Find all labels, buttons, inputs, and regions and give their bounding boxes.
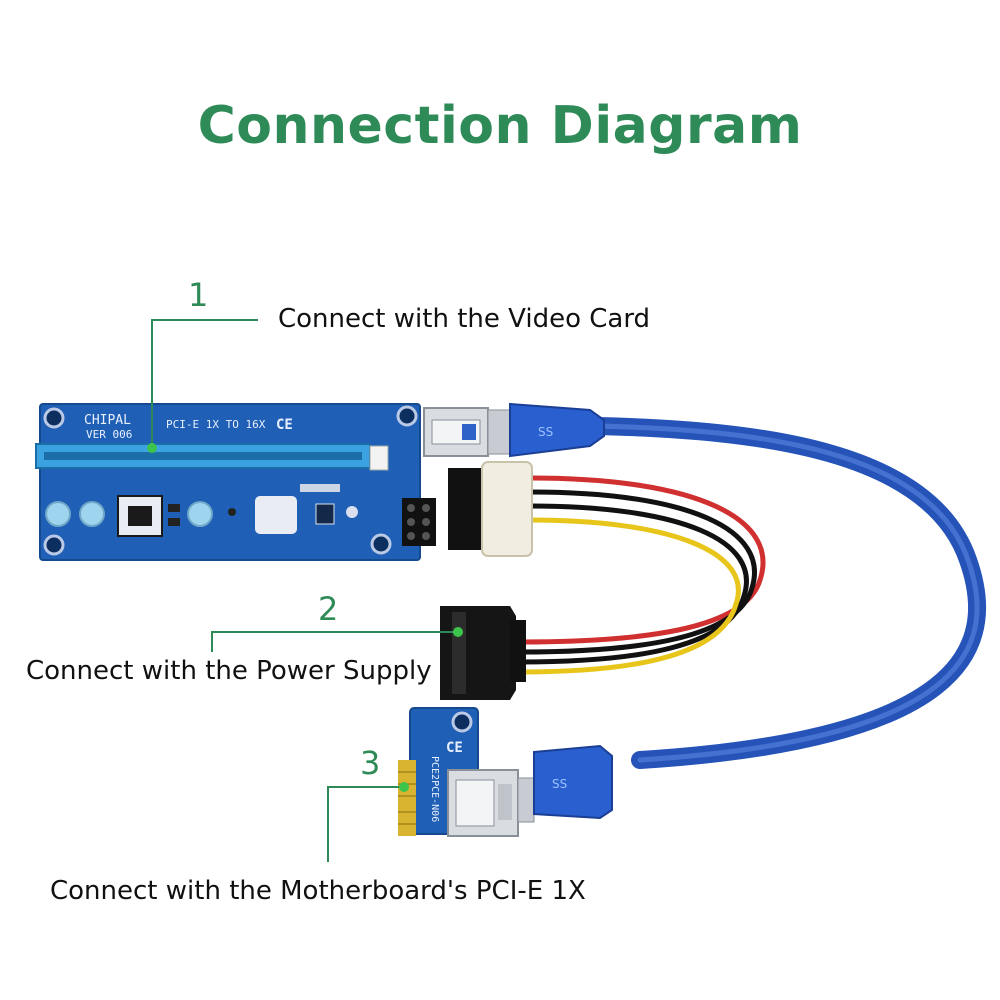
board-version: VER 006 bbox=[86, 428, 132, 441]
callout-dot-3 bbox=[399, 782, 409, 792]
callout-dot-2 bbox=[453, 627, 463, 637]
board-brand: CHIPAL bbox=[84, 413, 131, 428]
callout-label-video-card: Connect with the Video Card bbox=[278, 304, 651, 334]
adapter-model: PCE2PCE-N06 bbox=[429, 756, 440, 822]
power-wires bbox=[517, 475, 766, 675]
callout-number-1: 1 bbox=[188, 276, 209, 314]
leader-line-2 bbox=[211, 631, 456, 652]
board-model: PCI-E 1X TO 16X bbox=[166, 418, 266, 431]
sata-power-connector bbox=[440, 606, 526, 700]
usb-plug-top: SS bbox=[487, 402, 605, 458]
callout-label-motherboard: Connect with the Motherboard's PCI-E 1X bbox=[50, 876, 586, 906]
callout-number-2: 2 bbox=[318, 590, 339, 628]
molex-connector bbox=[448, 461, 533, 557]
callout-number-3: 3 bbox=[360, 744, 381, 782]
usb-port-adapter bbox=[447, 769, 519, 837]
board-ce-mark: CE bbox=[276, 417, 293, 433]
leader-line-1 bbox=[151, 319, 258, 446]
callout-dot-1 bbox=[147, 443, 157, 453]
usb-cable bbox=[589, 417, 987, 769]
adapter-ce-mark: CE bbox=[446, 740, 463, 756]
pcie-1x-adapter: CE PCE2PCE-N06 bbox=[398, 707, 479, 836]
diagram-title: Connection Diagram bbox=[197, 96, 803, 156]
usb-plug-bottom: SS bbox=[517, 744, 613, 823]
callout-label-power-supply: Connect with the Power Supply bbox=[26, 656, 432, 686]
usb-port-board bbox=[423, 407, 489, 457]
usb-ss-logo-top: SS bbox=[538, 425, 553, 439]
leader-line-3 bbox=[327, 786, 402, 862]
riser-board: CHIPAL VER 006 PCI-E 1X TO 16X CE bbox=[35, 403, 436, 561]
usb-ss-logo-bottom: SS bbox=[552, 777, 567, 791]
